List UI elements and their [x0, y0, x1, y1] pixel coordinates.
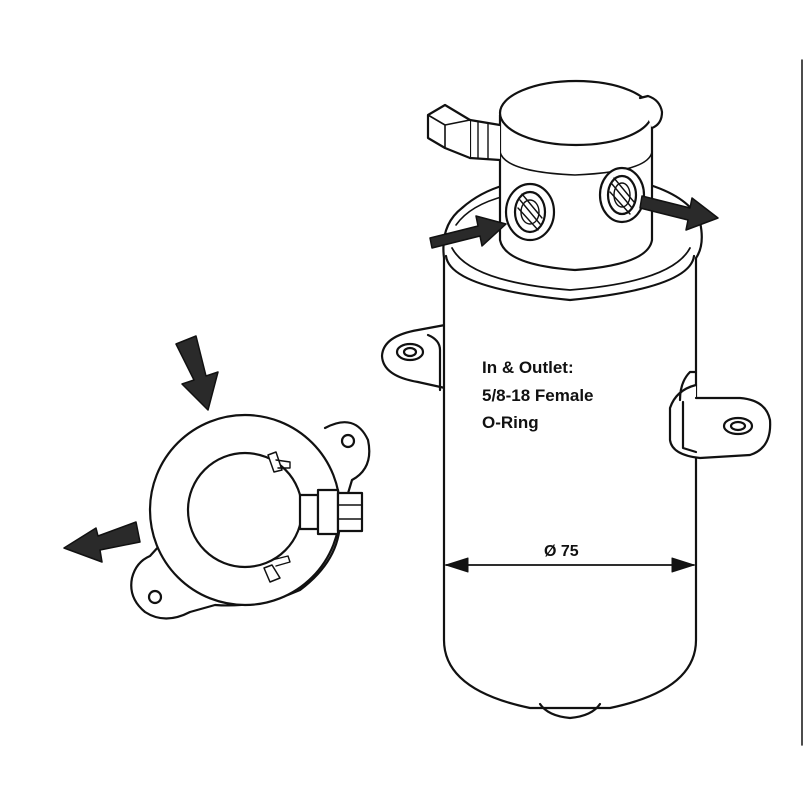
canister-body — [442, 256, 698, 710]
top-view-hex-fitting — [298, 488, 364, 536]
canister-top-view — [63, 335, 371, 620]
diameter-dimension — [445, 557, 695, 573]
annotation-line-3: O-Ring — [482, 413, 539, 432]
connector-head — [498, 79, 664, 272]
side-valve-fitting — [426, 103, 502, 162]
diameter-label: Ø 75 — [544, 543, 579, 560]
annotation-line-1: In & Outlet: — [482, 358, 574, 377]
outlet-port-icon — [598, 166, 646, 224]
inlet-port-icon — [504, 182, 556, 242]
annotation-line-2: 5/8-18 Female — [482, 386, 594, 405]
canister-bottom-cap — [538, 702, 602, 720]
left-mounting-bracket — [380, 323, 447, 392]
inlet-arrow-icon — [429, 215, 507, 249]
canister-side-view — [380, 79, 772, 720]
outlet-arrow-icon — [639, 195, 719, 231]
top-view-inlet-arrow-icon — [175, 335, 219, 411]
right-mounting-bracket — [668, 370, 772, 460]
canister-top-ring — [444, 254, 696, 302]
top-view-outlet-arrow-icon — [63, 521, 141, 563]
